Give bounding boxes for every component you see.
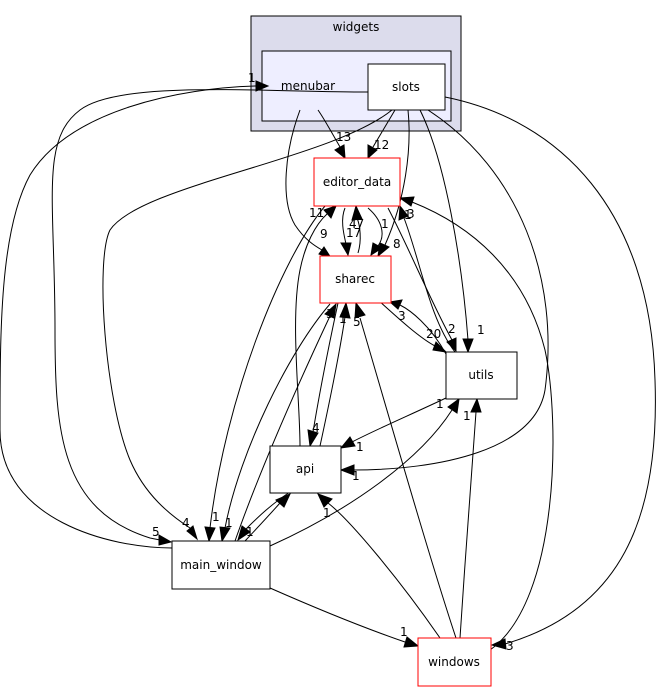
- node-windows-label: windows: [428, 655, 480, 669]
- node-menubar-label: menubar: [281, 79, 335, 93]
- node-utils-box: [445, 351, 518, 400]
- edge-label: 3: [407, 207, 415, 221]
- edge-label: 1: [400, 625, 408, 639]
- node-editor_data-box: [313, 157, 401, 207]
- edge-slots-main_window-4[interactable]: 4: [102, 109, 393, 541]
- edge-label: 3: [506, 639, 514, 653]
- edge-slots-main_window-5[interactable]: 5: [51, 89, 369, 546]
- edge-label: 4: [312, 421, 320, 435]
- edge-label: 5: [353, 315, 361, 329]
- edge-label: 1: [212, 510, 220, 524]
- node-utils-label: utils: [468, 368, 493, 382]
- edge-api-sharec[interactable]: 1: [319, 301, 351, 447]
- cluster-widgets-title: widgets: [333, 20, 380, 34]
- edge-label: 12: [374, 138, 389, 152]
- edges: 1 5 4 13 12 9: [0, 71, 656, 653]
- edge-label: 1: [381, 217, 389, 231]
- edge-slots-editor_data[interactable]: 12: [367, 109, 396, 160]
- edge-label: 9: [320, 227, 328, 241]
- edge-label: 1: [246, 525, 254, 539]
- edge-windows-editor_data[interactable]: 1: [398, 196, 554, 651]
- node-main_window[interactable]: main_window: [171, 540, 271, 590]
- node-api-label: api: [296, 462, 314, 476]
- edge-label: 47: [349, 217, 364, 231]
- edge-main_window-utils[interactable]: 1: [269, 397, 460, 547]
- edge-label: 1: [356, 440, 364, 454]
- edge-label: 1: [323, 506, 331, 520]
- edge-main_window-windows[interactable]: 1: [269, 587, 420, 648]
- node-api-box: [269, 445, 342, 494]
- edge-label: 11: [309, 206, 324, 220]
- edge-slots-sharec[interactable]: 3: [377, 109, 415, 258]
- edge-sharec-editor_data[interactable]: 47: [349, 204, 364, 254]
- edge-label: 1: [436, 397, 444, 411]
- edge-windows-sharec[interactable]: 5: [353, 301, 457, 639]
- edge-utils-sharec[interactable]: 3: [388, 299, 447, 355]
- node-sharec-label: sharec: [335, 272, 375, 286]
- node-menubar[interactable]: menubar: [281, 79, 335, 93]
- edge-label: 1: [339, 312, 347, 326]
- node-slots-box: [367, 63, 446, 111]
- edge-slots-windows[interactable]: 3: [444, 96, 656, 653]
- edge-label: 2: [448, 322, 456, 336]
- edge-label: 3: [398, 309, 406, 323]
- edge-main_window-api[interactable]: [244, 493, 291, 542]
- edge-label: 13: [336, 130, 351, 144]
- edge-slots-api[interactable]: 1: [339, 109, 549, 483]
- edge-main_window-sharec[interactable]: 3: [234, 302, 337, 542]
- node-sharec-box: [319, 255, 392, 304]
- edge-editor_data-main_window[interactable]: 1: [204, 205, 326, 543]
- edge-label: 3: [326, 307, 334, 321]
- edge-label: 5: [152, 525, 160, 539]
- node-main_window-box: [171, 540, 271, 590]
- edge-editor_data-sharec[interactable]: 17: [340, 207, 361, 257]
- node-main_window-label: main_window: [180, 558, 262, 572]
- node-slots[interactable]: slots: [367, 63, 446, 111]
- edge-label: 1: [352, 469, 360, 483]
- edge-slots-utils[interactable]: 1: [419, 109, 485, 354]
- edge-menubar-editor_data[interactable]: 13: [317, 109, 351, 160]
- node-utils[interactable]: utils: [445, 351, 518, 400]
- edge-label: 1: [225, 516, 233, 530]
- edge-windows-utils[interactable]: 1: [459, 397, 482, 639]
- edge-api-editor_data[interactable]: 11: [295, 205, 337, 447]
- edge-utils-editor_data[interactable]: 8: [393, 204, 456, 353]
- edge-label: 4: [182, 516, 190, 530]
- edge-utils-api[interactable]: 1: [339, 397, 447, 454]
- node-editor_data[interactable]: editor_data: [313, 157, 401, 207]
- edge-sharec-main_window[interactable]: 1: [219, 303, 331, 543]
- edge-label: 17: [346, 226, 361, 240]
- edge-api-main_window[interactable]: 1: [237, 491, 291, 542]
- edge-label: 1: [463, 409, 471, 423]
- edge-label: 1: [404, 208, 412, 222]
- node-windows[interactable]: windows: [417, 637, 492, 687]
- edge-label: 8: [393, 237, 401, 251]
- edge-windows-api[interactable]: 1: [317, 493, 441, 639]
- node-editor_data-label: editor_data: [323, 175, 391, 189]
- edge-label: 1: [248, 71, 256, 85]
- node-slots-label: slots: [392, 80, 420, 94]
- edge-sharec-api[interactable]: 4: [307, 302, 339, 448]
- node-windows-box: [417, 637, 492, 687]
- edge-main_window-menubar[interactable]: 1: [0, 71, 270, 549]
- edge-label: 1: [477, 323, 485, 337]
- node-api[interactable]: api: [269, 445, 342, 494]
- edge-editor_data-utils[interactable]: 2: [387, 207, 457, 353]
- node-sharec[interactable]: sharec: [319, 255, 392, 304]
